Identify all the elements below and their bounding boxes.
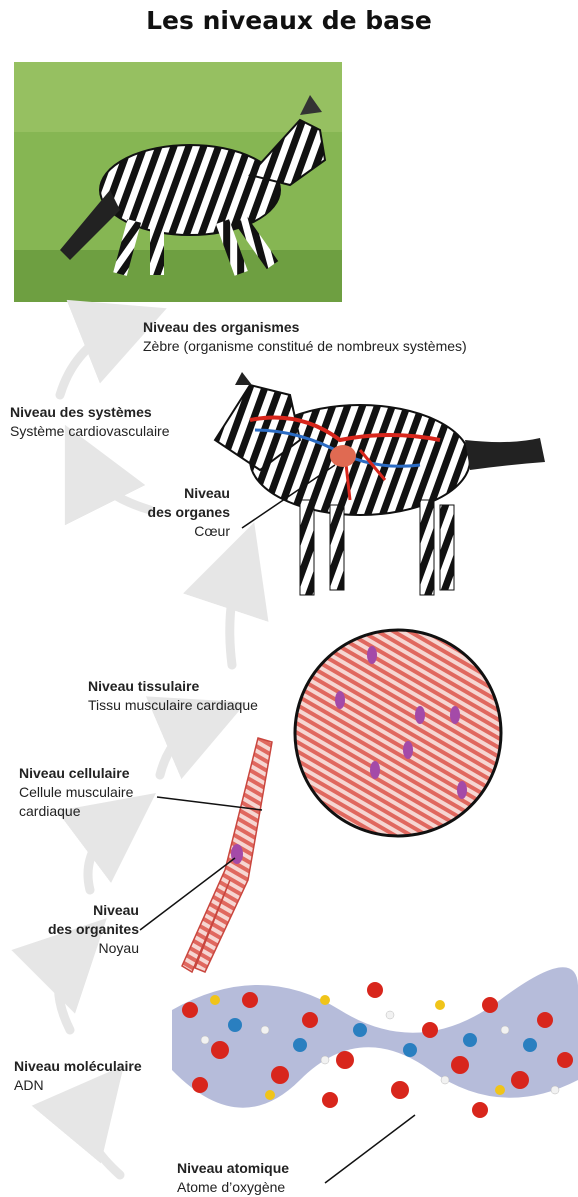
label-atomique: Niveau atomique Atome d’oxygène xyxy=(177,1159,289,1197)
cardiac-tissue-circle xyxy=(295,630,501,836)
level-desc: Atome d’oxygène xyxy=(177,1178,289,1197)
level-desc: Système cardiovasculaire xyxy=(10,422,170,441)
level-name: Niveau atomique xyxy=(177,1159,289,1178)
label-organismes: Niveau des organismes Zèbre (organisme c… xyxy=(143,318,467,356)
level-desc: Cœur xyxy=(110,522,230,541)
level-name-line2: des organites xyxy=(20,920,139,939)
level-name: Niveau cellulaire xyxy=(19,764,133,783)
level-name: Niveau des systèmes xyxy=(10,403,170,422)
label-cellulaire: Niveau cellulaire Cellule musculaire car… xyxy=(19,764,133,821)
level-desc: Tissu musculaire cardiaque xyxy=(88,696,258,715)
label-moleculaire: Niveau moléculaire ADN xyxy=(14,1057,142,1095)
zebra-system-illustration xyxy=(215,372,545,595)
nucleus-icon xyxy=(231,844,243,864)
label-systemes: Niveau des systèmes Système cardiovascul… xyxy=(10,403,170,441)
label-tissulaire: Niveau tissulaire Tissu musculaire cardi… xyxy=(88,677,258,715)
level-desc: Noyau xyxy=(20,939,139,958)
zebra-photo xyxy=(14,62,342,302)
level-name-line1: Niveau xyxy=(20,901,139,920)
level-desc-line2: cardiaque xyxy=(19,802,133,821)
level-name: Niveau tissulaire xyxy=(88,677,258,696)
level-desc: Zèbre (organisme constitué de nombreux s… xyxy=(143,337,467,356)
level-name: Niveau moléculaire xyxy=(14,1057,142,1076)
level-name-line2: des organes xyxy=(110,503,230,522)
level-desc: ADN xyxy=(14,1076,142,1095)
label-organes: Niveau des organes Cœur xyxy=(110,484,230,541)
heart-icon xyxy=(330,445,356,467)
dna-molecule-illustration xyxy=(172,967,578,1183)
level-name: Niveau des organismes xyxy=(143,318,467,337)
level-name-line1: Niveau xyxy=(110,484,230,503)
label-organites: Niveau des organites Noyau xyxy=(20,901,139,958)
level-desc-line1: Cellule musculaire xyxy=(19,783,133,802)
